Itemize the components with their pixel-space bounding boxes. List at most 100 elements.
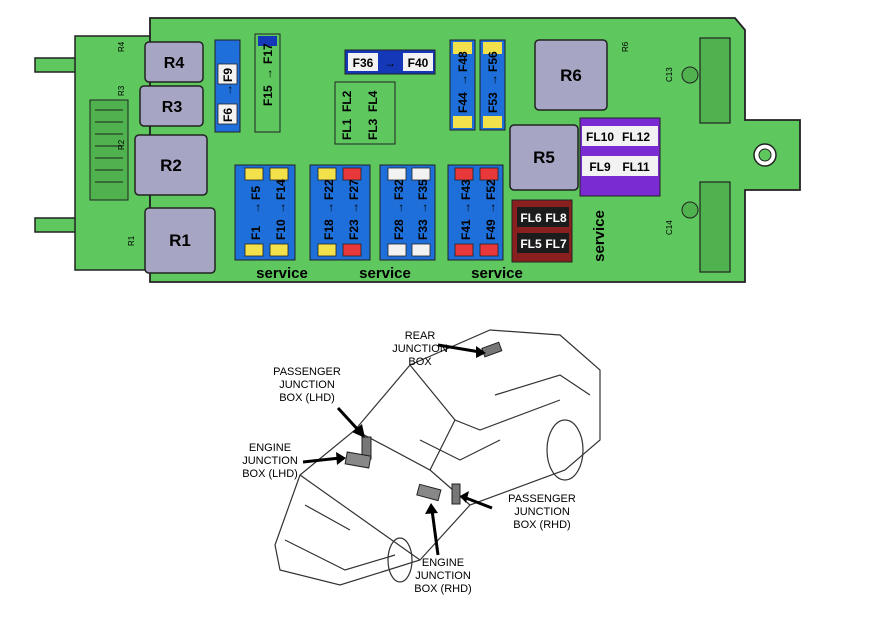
junction-box-markers — [344, 341, 503, 505]
label-passenger-rhd-line1: PASSENGER — [508, 493, 576, 505]
fuse-f48: F48 — [456, 51, 470, 72]
label-engine-lhd-line2: JUNCTION — [242, 455, 298, 467]
label-passenger-lhd-line1: PASSENGER — [273, 366, 341, 378]
svg-text:→: → — [392, 202, 406, 214]
connector-c13 — [699, 37, 731, 124]
relay-r4: R4 — [144, 41, 204, 83]
edge-mark-r6: R6 — [621, 41, 630, 52]
service-label-4: service — [591, 210, 608, 262]
fuse-f53: F53 — [486, 92, 500, 113]
svg-text:R5: R5 — [533, 148, 555, 167]
svg-text:R1: R1 — [169, 231, 191, 250]
fuse-f27: F27 — [347, 179, 361, 200]
svg-text:→: → — [459, 202, 473, 214]
filter-fl11: FL11 — [622, 160, 650, 174]
svg-text:→: → — [486, 74, 500, 86]
service-label-2: service — [359, 265, 411, 282]
svg-text:R4: R4 — [164, 55, 185, 72]
fuse-block-f17-f15 — [254, 33, 281, 133]
filter-fl4: FL4 — [366, 90, 380, 112]
label-rear-line1: REAR — [405, 330, 436, 342]
fuse-box-board: C13 C14 R4 R3 R2 R1 R6 R4 R3 R2 R1 R5 — [34, 17, 801, 283]
engine-lhd-marker — [344, 451, 372, 469]
fuse-block-f56-f53 — [479, 39, 506, 131]
edge-mark-r3: R3 — [117, 85, 126, 96]
svg-text:R2: R2 — [160, 156, 182, 175]
svg-text:→: → — [347, 202, 361, 214]
fuse-f33: F33 — [416, 219, 430, 240]
fuse-f44: F44 — [456, 92, 470, 113]
svg-text:→: → — [261, 68, 275, 80]
label-passenger-lhd-line3: BOX (LHD) — [279, 392, 335, 404]
fuse-f49: F49 — [484, 219, 498, 240]
label-engine-rhd-line3: BOX (RHD) — [414, 583, 471, 595]
fuse-f1: F1 — [249, 226, 263, 240]
edge-mark-r4: R4 — [117, 41, 126, 52]
relay-r5: R5 — [509, 124, 579, 191]
filter-fl12: FL12 — [622, 130, 650, 144]
svg-text:R6: R6 — [560, 66, 582, 85]
connector-c14 — [699, 181, 731, 273]
fuse-f36: F36 — [353, 56, 374, 70]
svg-text:→: → — [384, 56, 396, 70]
fuse-f35: F35 — [416, 179, 430, 200]
svg-text:→: → — [322, 202, 336, 214]
label-engine-lhd-line3: BOX (LHD) — [242, 468, 298, 480]
fuse-f22: F22 — [322, 179, 336, 200]
vehicle-outline — [274, 329, 601, 586]
fuse-f43: F43 — [459, 179, 473, 200]
label-engine-rhd-line2: JUNCTION — [415, 570, 471, 582]
label-passenger-rhd-line2: JUNCTION — [514, 506, 570, 518]
filter-fl9: FL9 — [589, 160, 611, 174]
fuse-f6: F6 — [221, 108, 235, 122]
filter-fl5: FL5 — [520, 237, 542, 251]
relay-r3: R3 — [139, 85, 204, 127]
mount-tab-top — [34, 57, 78, 73]
filter-fl3: FL3 — [366, 118, 380, 140]
filter-fl10: FL10 — [586, 130, 614, 144]
mount-tab-bottom — [34, 217, 78, 233]
svg-text:→: → — [456, 74, 470, 86]
edge-mark-r2: R2 — [117, 139, 126, 150]
label-rear-line3: BOX — [408, 356, 432, 368]
callout-labels: REAR JUNCTION BOX PASSENGER JUNCTION BOX… — [242, 330, 576, 595]
filter-block-fl1-fl4 — [334, 81, 396, 145]
rear-junction-box-marker — [481, 341, 503, 358]
label-passenger-lhd-line2: JUNCTION — [279, 379, 335, 391]
svg-text:→: → — [274, 202, 288, 214]
service-label-3: service — [471, 265, 523, 282]
edge-mark-r1: R1 — [127, 235, 136, 246]
fuse-f9: F9 — [221, 68, 235, 82]
fuse-f10: F10 — [274, 219, 288, 240]
label-passenger-rhd-line3: BOX (RHD) — [513, 519, 570, 531]
connector-c13-label: C13 — [665, 67, 674, 82]
filter-fl7: FL7 — [545, 237, 567, 251]
engine-rhd-marker — [416, 483, 442, 502]
service-label-1: service — [256, 265, 308, 282]
filter-fl1: FL1 — [340, 118, 354, 140]
fuse-f5: F5 — [249, 186, 263, 200]
label-engine-rhd-line1: ENGINE — [422, 557, 464, 569]
svg-text:R3: R3 — [162, 99, 183, 116]
connector-c14-label: C14 — [665, 220, 674, 235]
fuse-f18: F18 — [322, 219, 336, 240]
arrow: → — [221, 84, 235, 96]
filter-fl8: FL8 — [545, 211, 567, 225]
fuse-f28: F28 — [392, 219, 406, 240]
label-rear-line2: JUNCTION — [392, 343, 448, 355]
fuse-f56: F56 — [486, 51, 500, 72]
filter-fl6: FL6 — [520, 211, 542, 225]
fuse-f32: F32 — [392, 179, 406, 200]
fuse-f40: F40 — [408, 56, 429, 70]
fuse-f41: F41 — [459, 219, 473, 240]
relay-r6: R6 — [534, 39, 608, 111]
svg-text:→: → — [249, 202, 263, 214]
fuse-f52: F52 — [484, 179, 498, 200]
label-engine-lhd-line1: ENGINE — [249, 442, 291, 454]
fuse-f23: F23 — [347, 219, 361, 240]
relay-r1: R1 — [144, 207, 216, 274]
fuse-f17: F17 — [261, 43, 275, 64]
relay-r2: R2 — [134, 134, 208, 196]
fuse-block-f48-f44 — [449, 39, 476, 131]
